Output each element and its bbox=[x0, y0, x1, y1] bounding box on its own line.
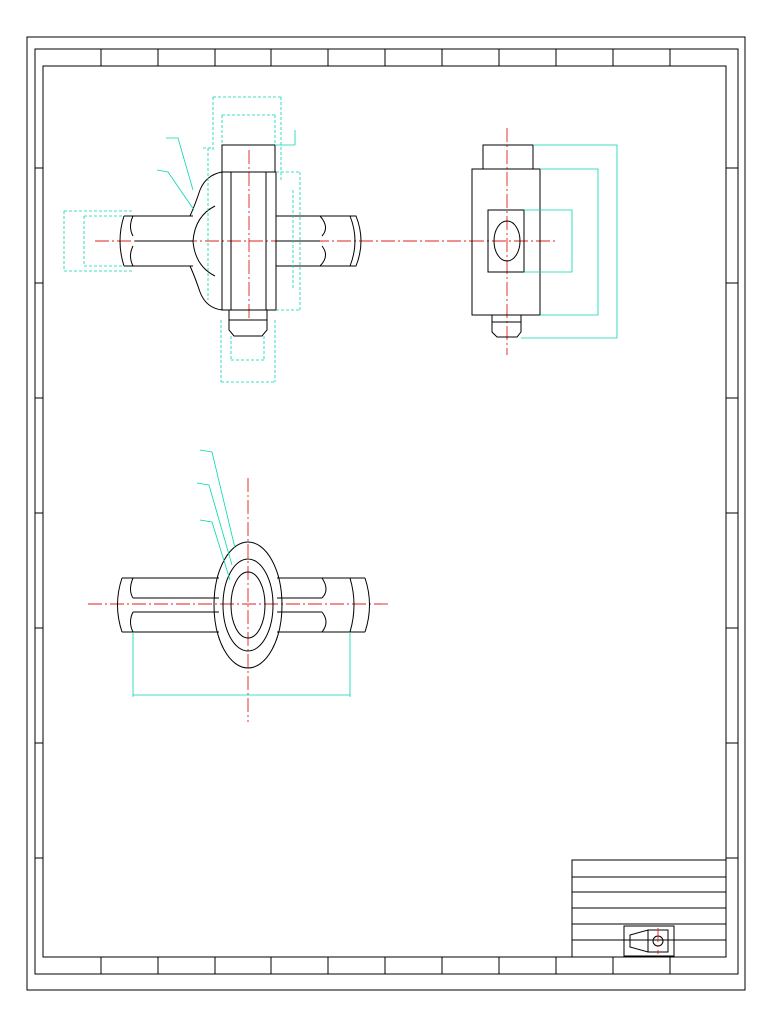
top-view-dimensions bbox=[132, 449, 351, 697]
sheet-border bbox=[26, 36, 746, 991]
front-view-outline bbox=[119, 144, 362, 337]
inner-border bbox=[42, 65, 727, 958]
side-view bbox=[470, 128, 618, 355]
side-view-dimensions bbox=[521, 144, 618, 339]
top-view-outline bbox=[117, 541, 370, 669]
front-view-dimensions bbox=[63, 96, 301, 383]
outer-border bbox=[26, 36, 746, 991]
side-view-outline bbox=[471, 144, 541, 338]
zone-ticks bbox=[35, 49, 738, 974]
front-view bbox=[63, 96, 470, 383]
top-view bbox=[88, 449, 390, 722]
title-block bbox=[571, 859, 727, 958]
part-thumbnail-icon bbox=[623, 925, 675, 957]
title-block-rows bbox=[572, 876, 726, 941]
zone-border bbox=[34, 48, 739, 975]
